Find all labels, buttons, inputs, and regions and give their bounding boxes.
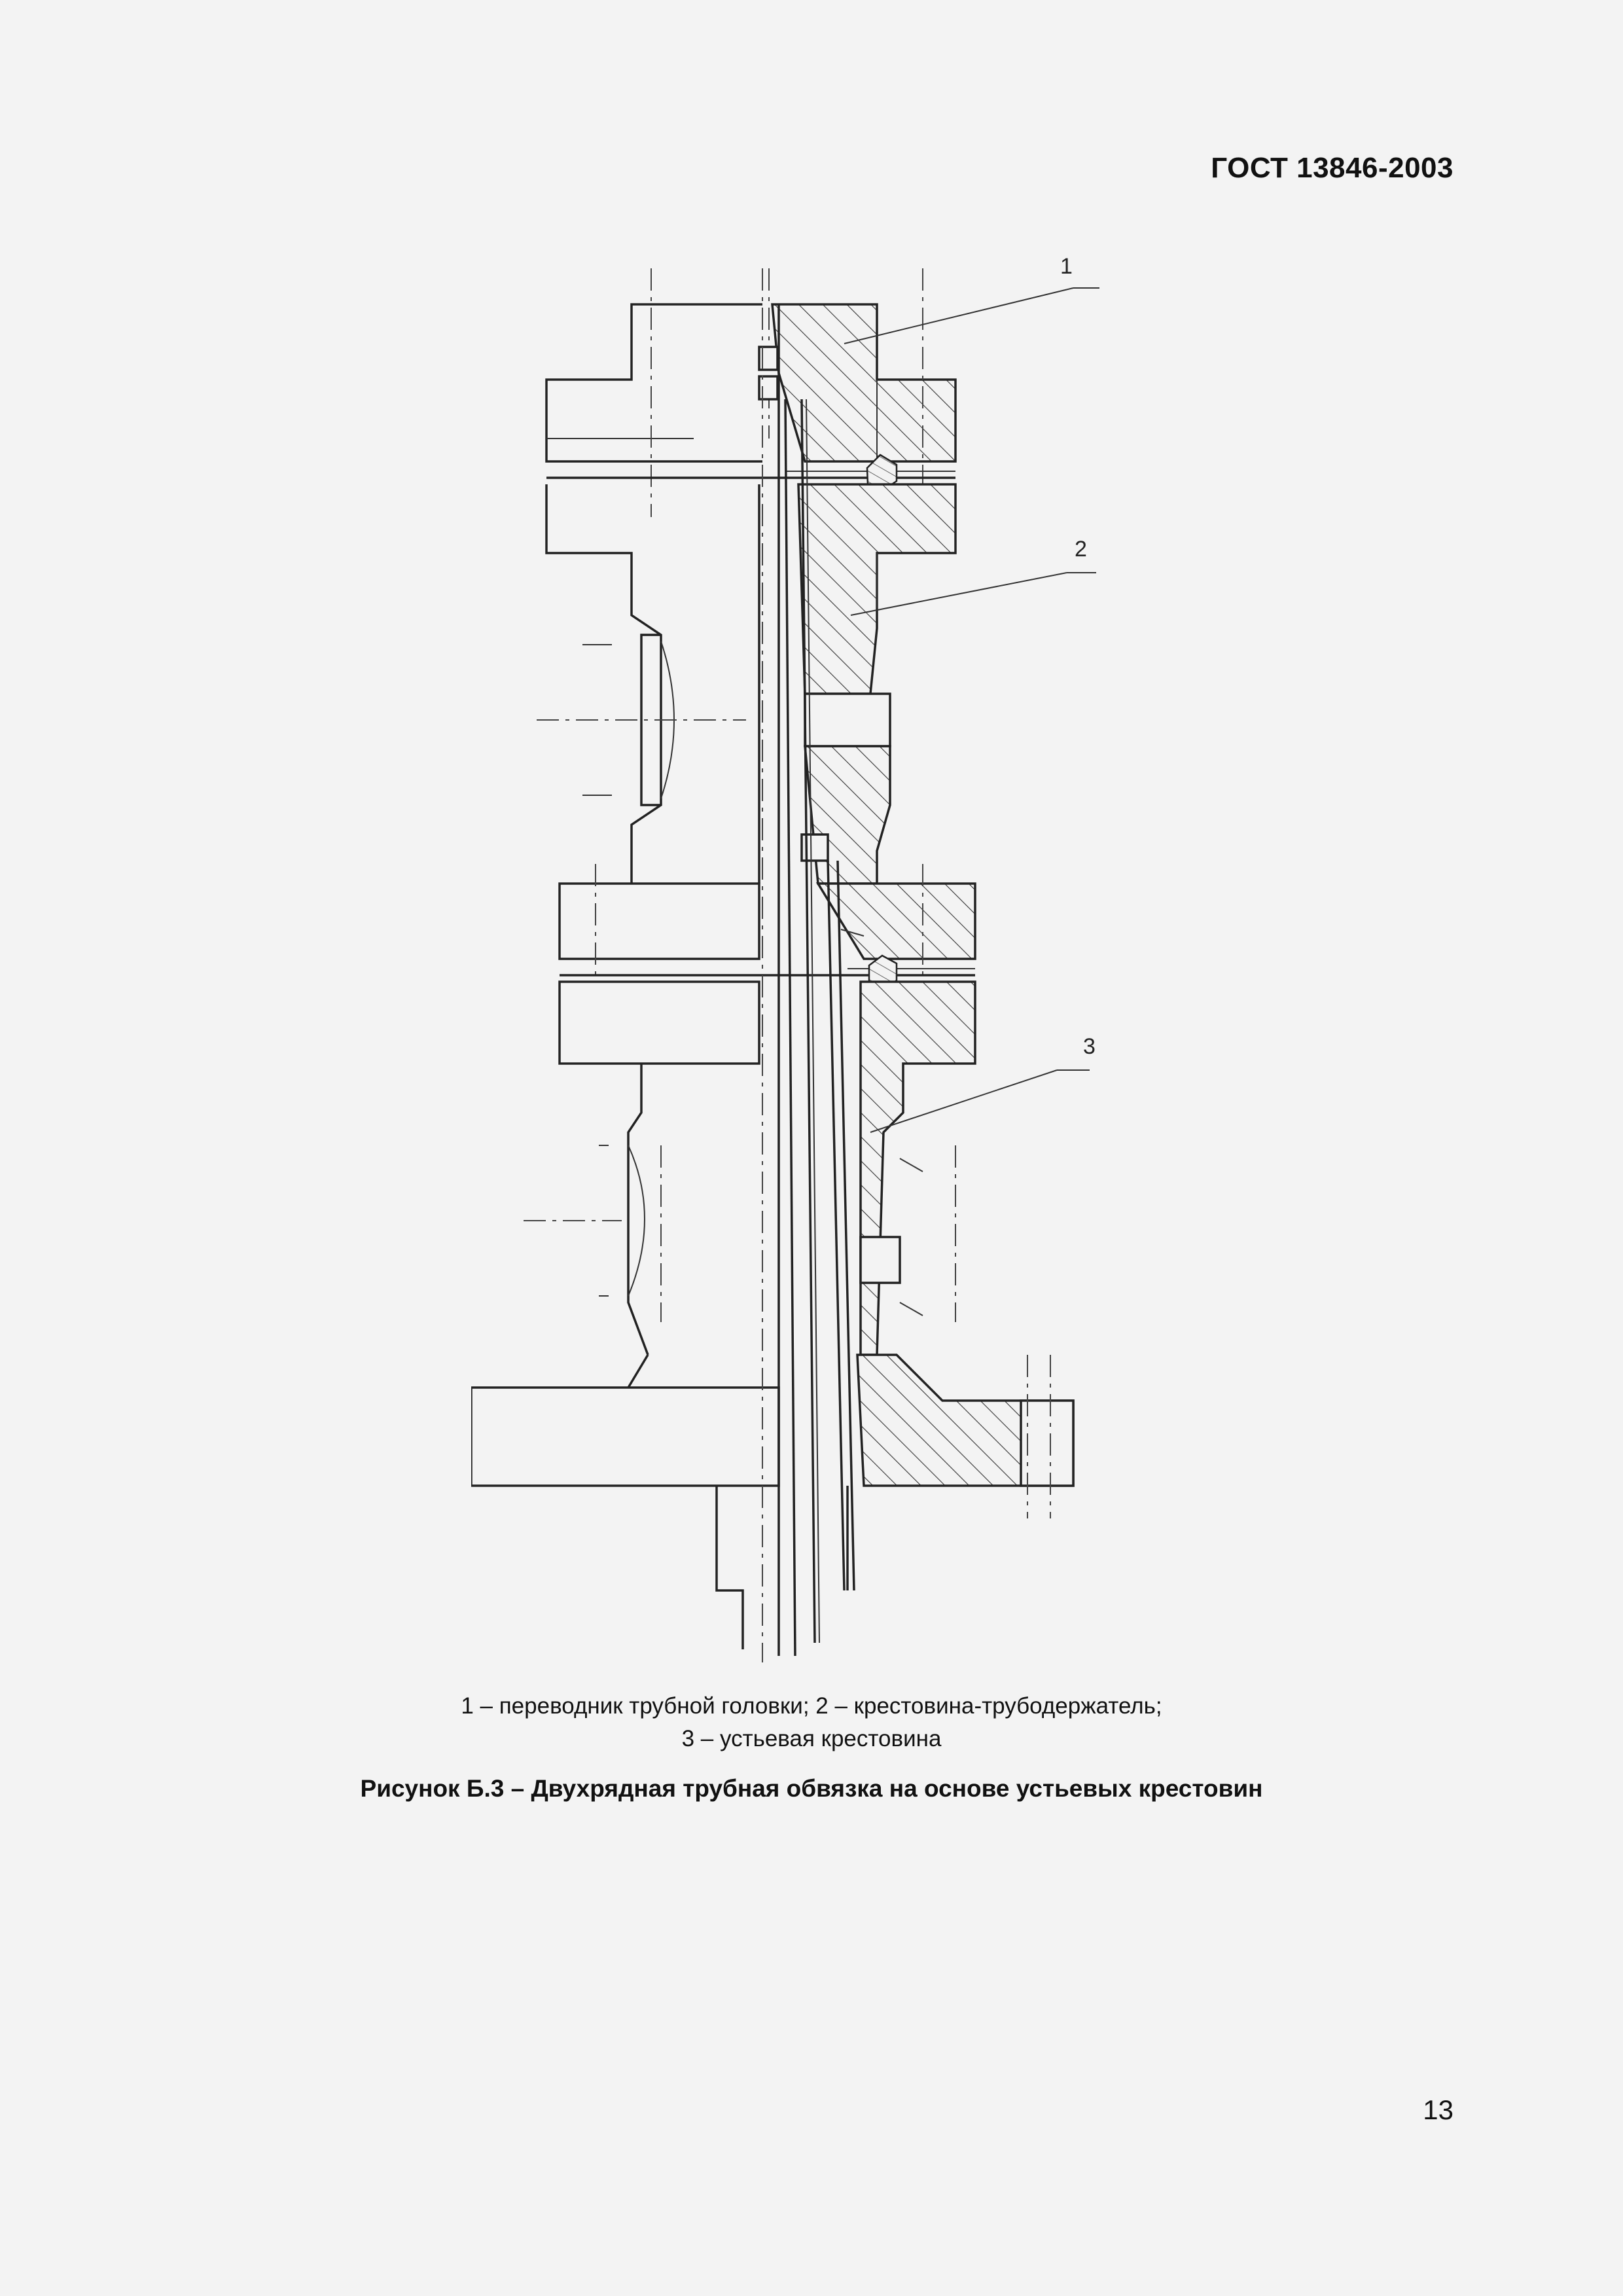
callout-2: 2 (850, 537, 1096, 616)
legend-line-2: 3 – устьевая крестовина (681, 1726, 942, 1751)
page-number: 13 (1423, 2094, 1454, 2125)
wellhead-drawing: 1 2 3 (471, 242, 1126, 1669)
callout-2-label: 2 (1075, 537, 1087, 562)
legend-line-1: 1 – переводник трубной головки; 2 – крес… (461, 1693, 1162, 1719)
document-code: ГОСТ 13846-2003 (1211, 152, 1454, 184)
tubing-strings (762, 268, 865, 1662)
figure-legend: 1 – переводник трубной головки; 2 – крес… (0, 1690, 1623, 1755)
wellhead-cross (471, 980, 1075, 1649)
figure-caption: Рисунок Б.3 – Двухрядная трубная обвязка… (360, 1775, 1263, 1802)
callout-3: 3 (870, 1034, 1096, 1133)
callout-3-label: 3 (1083, 1034, 1096, 1059)
callout-1-label: 1 (1060, 254, 1073, 279)
callout-1: 1 (844, 254, 1099, 344)
tubing-spool-cross (537, 483, 976, 1047)
